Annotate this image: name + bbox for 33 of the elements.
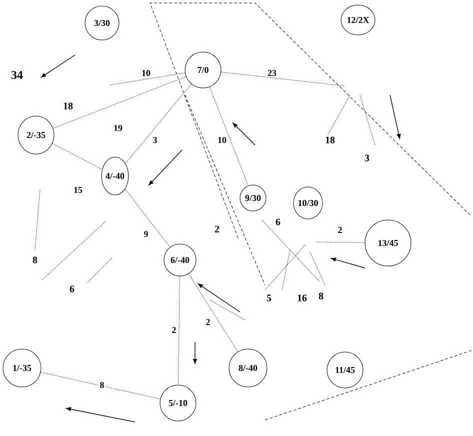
edge-line: [124, 188, 170, 248]
weight-label: 2: [214, 224, 220, 234]
edge-line: [40, 372, 160, 400]
edge-line: [125, 84, 192, 164]
edge-line: [178, 276, 180, 386]
weight-label: 8: [318, 292, 324, 300]
edge-line: [52, 76, 186, 129]
weight-label: 16: [296, 294, 308, 302]
edge-label: 19: [112, 124, 124, 132]
weight-label: 3: [364, 154, 370, 162]
edge-label: 15: [72, 186, 84, 194]
edge-line: [314, 242, 366, 243]
edge-line: [220, 72, 346, 86]
edge-label: 9: [142, 230, 150, 238]
edge-label: 10: [140, 68, 152, 78]
weight-label: 6: [68, 284, 76, 294]
edge-line: [188, 273, 238, 352]
edge-label: 2: [204, 318, 212, 326]
weight-label: 18: [324, 136, 336, 144]
weight-label: 34: [10, 70, 24, 80]
weight-label: 18: [62, 102, 74, 110]
weight-label: 8: [32, 256, 38, 264]
edge-line: [52, 143, 102, 170]
edge-label: 3: [152, 136, 158, 144]
edge-label: 8: [98, 380, 106, 390]
edge-line: [110, 72, 186, 86]
edge-label: 2: [170, 326, 178, 334]
edge-line: [209, 86, 248, 186]
weight-label: 6: [274, 218, 282, 226]
edge-label: 10: [216, 136, 228, 144]
weight-label: 5: [266, 294, 272, 302]
edge-label: 23: [266, 68, 278, 78]
edge-label: 2: [336, 226, 344, 234]
